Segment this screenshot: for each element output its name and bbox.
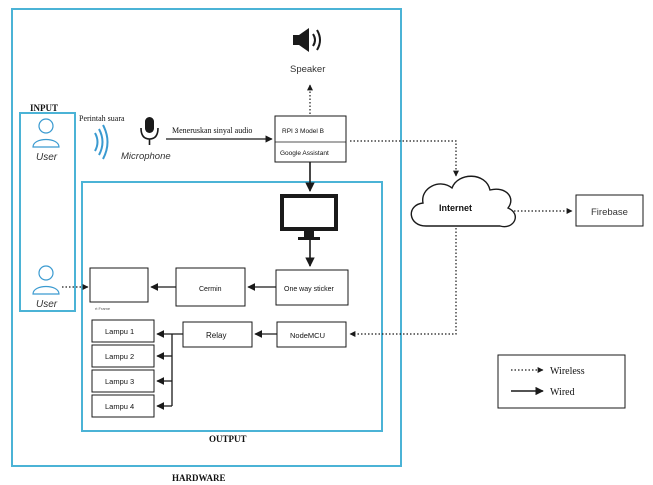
output-label: OUTPUT <box>209 434 247 444</box>
user-icon <box>32 118 60 148</box>
lampu-2-label: Lampu 2 <box>105 352 134 361</box>
rpi-box <box>274 115 347 163</box>
lampu-4-label: Lampu 4 <box>105 402 134 411</box>
lampu-1-label: Lampu 1 <box>105 327 134 336</box>
mirror-frame-box <box>89 267 149 303</box>
lampu-3-label: Lampu 3 <box>105 377 134 386</box>
rpi-to-internet-arrow <box>350 140 459 177</box>
rpi-label: RPI 3 Model B <box>282 128 324 135</box>
monitor-icon <box>280 194 338 240</box>
meneruskan-label: Meneruskan sinyal audio <box>172 126 252 135</box>
hardware-label: HARDWARE <box>172 473 226 483</box>
user-icon <box>32 265 60 295</box>
relay-box <box>182 321 253 348</box>
one-way-sticker-label: One way sticker <box>284 286 334 293</box>
output-frame <box>81 181 383 432</box>
internet-to-nodemcu-arrow <box>349 228 457 337</box>
microphone-icon <box>140 117 159 145</box>
microphone-label: Microphone <box>121 151 171 162</box>
internet-label: Internet <box>439 203 472 213</box>
sound-waves-icon <box>94 124 109 160</box>
lampu-3-box <box>91 369 155 393</box>
nodemcu-label: NodeMCU <box>290 331 325 340</box>
firebase-box <box>575 194 644 227</box>
frame-caption: rt Frame <box>95 306 111 311</box>
hardware-frame <box>11 8 402 467</box>
cloud-icon <box>410 175 516 228</box>
lampu-4-box <box>91 394 155 418</box>
relay-to-lamps-wiring <box>156 330 183 410</box>
relay-label: Relay <box>206 331 226 340</box>
user-top-label: User <box>36 152 58 163</box>
cermin-label: Cermin <box>199 286 222 293</box>
legend-wireless-label: Wireless <box>550 366 585 377</box>
speaker-label: Speaker <box>290 64 325 75</box>
legend-wired-label: Wired <box>550 387 575 398</box>
legend-box <box>497 354 626 409</box>
lampu-1-box <box>91 319 155 343</box>
input-label: INPUT <box>30 103 58 113</box>
google-assistant-label: Google Assistant <box>280 150 329 157</box>
speaker-icon <box>293 28 321 52</box>
user-bottom-label: User <box>36 299 58 310</box>
perintah-suara-label: Perintah suara <box>79 114 125 123</box>
input-frame <box>19 112 76 312</box>
lampu-2-box <box>91 344 155 368</box>
firebase-label: Firebase <box>591 207 628 218</box>
